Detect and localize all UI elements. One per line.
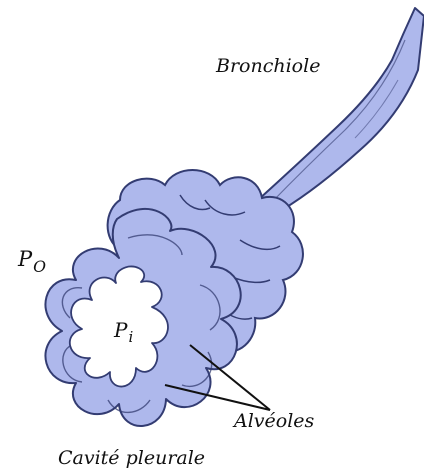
pleural-cavity-label: Cavité pleurale <box>58 447 205 469</box>
inner-pressure-subscript: i <box>128 328 133 346</box>
alveoles-label: Alvéoles <box>234 410 314 432</box>
bronchiole-label: Bronchiole <box>216 55 320 77</box>
outer-pressure-symbol: P <box>18 247 32 271</box>
inner-pressure-label: Pi <box>114 318 133 342</box>
inner-pressure-symbol: P <box>114 318 127 342</box>
outer-pressure-label: PO <box>18 247 46 271</box>
bronchiole-tube <box>258 8 424 210</box>
outer-pressure-subscript: O <box>33 257 46 276</box>
